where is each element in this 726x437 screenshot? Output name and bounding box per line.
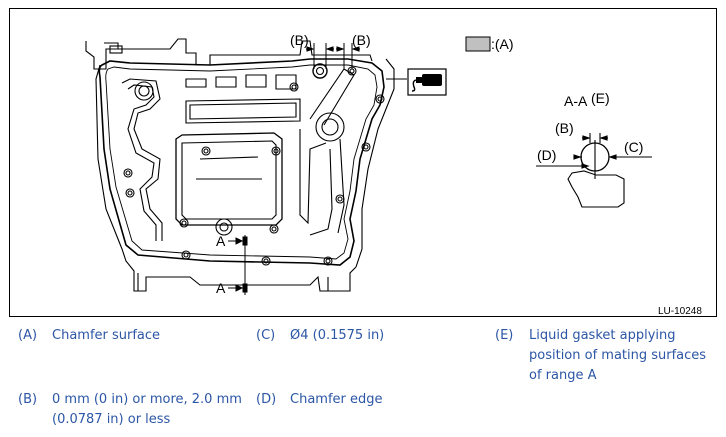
section-b-callout: (B) bbox=[555, 120, 574, 136]
legend-item-a: (A) Chamfer surface bbox=[18, 326, 248, 350]
figure-id: LU-10248 bbox=[658, 306, 702, 317]
section-c-callout: (C) bbox=[624, 139, 643, 155]
legend-text-d: Chamfer edge bbox=[290, 392, 383, 407]
callout-b-left: (B) bbox=[290, 32, 309, 48]
legend-item-e: (E) Liquid gasket applying position of m… bbox=[495, 326, 723, 390]
legend-text-a: Chamfer surface bbox=[52, 328, 161, 343]
legend-key-b: (B) bbox=[18, 392, 38, 407]
callout-b-right: (B) bbox=[352, 32, 371, 48]
diagram-figure: (B) (B) :(A) A A A-A (E) (B) (C) bbox=[9, 8, 717, 317]
legend-text-c: Ø4 (0.1575 in) bbox=[290, 328, 385, 343]
diagram-svg: (B) (B) :(A) A A A-A (E) (B) (C) bbox=[85, 32, 702, 317]
section-d-callout: (D) bbox=[537, 147, 556, 163]
legend-text-e-line1: Liquid gasket applying bbox=[529, 328, 676, 343]
section-title: A-A bbox=[564, 93, 588, 109]
legend-item-d: (D) Chamfer edge bbox=[256, 390, 486, 414]
arrow-a-lower: A bbox=[216, 280, 226, 296]
section-arrows bbox=[228, 235, 248, 295]
arrow-a-upper: A bbox=[216, 233, 226, 249]
legend-key-c: (C) bbox=[256, 328, 276, 343]
section-detail-drawing bbox=[536, 133, 652, 208]
hatch-swatch bbox=[465, 36, 491, 52]
section-e-callout: (E) bbox=[591, 90, 610, 106]
legend-item-b: (B) 0 mm (0 in) or more, 2.0 mm (0.0787 … bbox=[18, 390, 254, 434]
legend-text-e-line2: position of mating surfaces bbox=[529, 348, 707, 363]
legend-text-b-line2: (0.0787 in) or less bbox=[52, 412, 171, 427]
dimension-b-markers bbox=[306, 43, 360, 69]
legend-item-c: (C) Ø4 (0.1575 in) bbox=[256, 326, 486, 350]
legend: (A) Chamfer surface (C) Ø4 (0.1575 in) (… bbox=[0, 322, 726, 437]
legend-key-d: (D) bbox=[256, 392, 277, 407]
legend-key-e: (E) bbox=[495, 328, 514, 343]
legend-key-a: (A) bbox=[18, 328, 38, 343]
legend-text-b-line1: 0 mm (0 in) or more, 2.0 mm bbox=[52, 392, 242, 407]
engine-cover-drawing bbox=[85, 38, 395, 292]
legend-text-e-line3: of range A bbox=[529, 368, 597, 383]
legend-a-label: :(A) bbox=[491, 36, 514, 52]
liquid-gasket-icon bbox=[386, 68, 447, 96]
